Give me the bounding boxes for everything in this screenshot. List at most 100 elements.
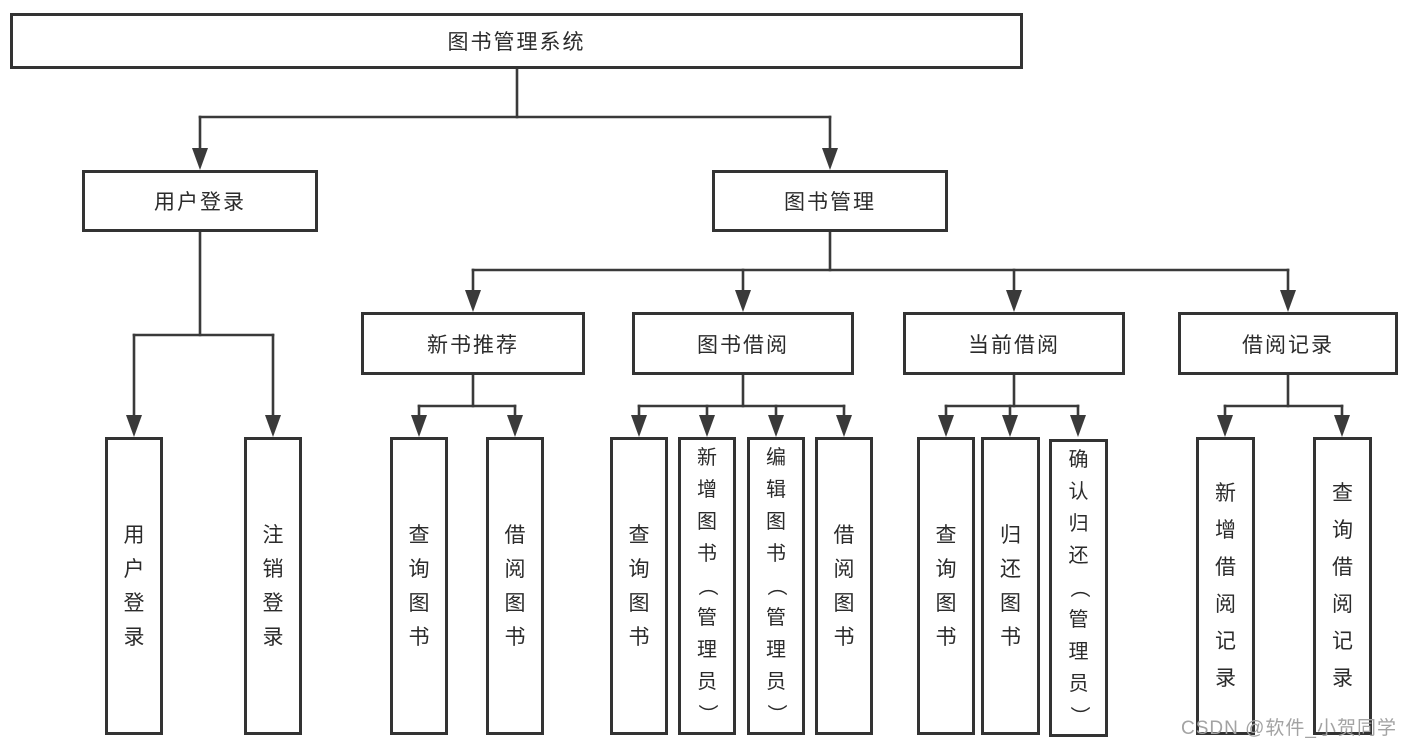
vertical-char: 新 <box>1215 482 1236 505</box>
vertical-char: 阅 <box>833 557 855 581</box>
connector-root-to-level1 <box>192 67 838 170</box>
vertical-char: 查 <box>408 523 430 547</box>
vertical-char: 管 <box>1068 609 1089 631</box>
vertical-char: 书 <box>833 625 855 649</box>
node-current-borrow: 当前借阅 <box>903 312 1125 375</box>
vertical-char: 查 <box>935 523 957 547</box>
vertical-char: 记 <box>1215 630 1236 653</box>
vertical-char: 录 <box>1215 667 1236 690</box>
vertical-char: ） <box>696 704 718 724</box>
vertical-char: 户 <box>123 557 145 581</box>
vertical-char: 还 <box>1000 557 1021 581</box>
vertical-char: 增 <box>1215 519 1236 542</box>
node-book-borrow: 图书借阅 <box>632 312 854 375</box>
connector-borrow-records-to-leaves <box>1217 373 1350 437</box>
vertical-char: 图 <box>833 591 855 615</box>
vertical-char: 书 <box>1000 625 1021 649</box>
leaf-add-borrow-record-label: 新增借阅记录 <box>1199 440 1252 732</box>
vertical-char: 询 <box>408 557 430 581</box>
vertical-char: 借 <box>1332 556 1353 579</box>
node-book-management: 图书管理 <box>712 170 948 232</box>
vertical-char: 图 <box>766 511 786 533</box>
vertical-char: 注 <box>262 523 284 547</box>
vertical-char: （ <box>1067 578 1090 598</box>
leaf-add-book-admin-label: 新增图书（管理员） <box>681 440 733 732</box>
leaf-edit-book-admin: 编辑图书（管理员） <box>747 437 805 735</box>
vertical-char: 图 <box>628 591 650 615</box>
vertical-char: 图 <box>1000 591 1021 615</box>
leaf-query-borrow-record-label: 查询借阅记录 <box>1316 440 1369 732</box>
vertical-char: ） <box>765 704 787 724</box>
leaf-user-login-label: 用户登录 <box>108 440 160 732</box>
vertical-char: 登 <box>123 591 145 615</box>
node-book-management-label: 图书管理 <box>784 191 876 214</box>
leaf-query-book-borrow: 查询图书 <box>610 437 668 735</box>
vertical-char: 借 <box>833 523 855 547</box>
vertical-char: 登 <box>262 591 284 615</box>
vertical-char: 书 <box>766 543 786 565</box>
node-new-book-recommend-label: 新书推荐 <box>427 333 519 357</box>
vertical-char: 录 <box>1332 667 1353 690</box>
vertical-char: 理 <box>766 639 786 661</box>
leaf-query-borrow-record: 查询借阅记录 <box>1313 437 1372 735</box>
vertical-char: 确 <box>1068 449 1089 471</box>
connector-current-borrow-to-leaves <box>938 373 1086 437</box>
node-user-login-label: 用户登录 <box>154 191 246 214</box>
leaf-borrow-book-recommend: 借阅图书 <box>486 437 544 735</box>
vertical-char: 阅 <box>504 557 526 581</box>
vertical-char: 书 <box>504 625 526 649</box>
vertical-char: 阅 <box>1215 593 1236 616</box>
node-book-borrow-label: 图书借阅 <box>697 333 789 357</box>
vertical-char: 管 <box>697 607 717 629</box>
vertical-char: 图 <box>935 591 957 615</box>
node-user-login: 用户登录 <box>82 170 318 232</box>
vertical-char: 销 <box>262 557 284 581</box>
vertical-char: 管 <box>766 607 786 629</box>
vertical-char: 录 <box>262 625 284 649</box>
node-root-label: 图书管理系统 <box>447 31 586 54</box>
leaf-return-book: 归还图书 <box>981 437 1040 735</box>
vertical-char: 图 <box>504 591 526 615</box>
vertical-char: 编 <box>766 447 786 469</box>
leaf-add-borrow-record: 新增借阅记录 <box>1196 437 1255 735</box>
connector-user-login-to-leaves <box>126 230 281 437</box>
vertical-char: 书 <box>935 625 957 649</box>
vertical-char: 辑 <box>766 479 786 501</box>
vertical-char: 询 <box>935 557 957 581</box>
vertical-char: 书 <box>628 625 650 649</box>
leaf-borrow-book: 借阅图书 <box>815 437 873 735</box>
leaf-logout-label: 注销登录 <box>247 440 299 732</box>
vertical-char: 录 <box>123 625 145 649</box>
vertical-char: 图 <box>697 511 717 533</box>
leaf-query-book-current: 查询图书 <box>917 437 975 735</box>
vertical-char: 图 <box>408 591 430 615</box>
connector-book-borrow-to-leaves <box>631 373 852 437</box>
node-root-system: 图书管理系统 <box>10 13 1023 69</box>
vertical-char: 用 <box>123 523 145 547</box>
connector-book-mgmt-to-level2 <box>465 230 1296 312</box>
leaf-query-book-recommend-label: 查询图书 <box>393 440 445 732</box>
vertical-char: 书 <box>697 543 717 565</box>
leaf-query-book-current-label: 查询图书 <box>920 440 972 732</box>
leaf-query-book-borrow-label: 查询图书 <box>613 440 665 732</box>
vertical-char: 询 <box>628 557 650 581</box>
vertical-char: 书 <box>408 625 430 649</box>
vertical-char: 归 <box>1068 513 1089 535</box>
vertical-char: ） <box>1067 706 1090 726</box>
vertical-char: 询 <box>1332 519 1353 542</box>
leaf-logout: 注销登录 <box>244 437 302 735</box>
vertical-char: 理 <box>697 639 717 661</box>
vertical-char: 增 <box>697 479 717 501</box>
leaf-borrow-book-recommend-label: 借阅图书 <box>489 440 541 732</box>
leaf-edit-book-admin-label: 编辑图书（管理员） <box>750 440 802 732</box>
node-current-borrow-label: 当前借阅 <box>968 333 1060 357</box>
leaf-return-book-label: 归还图书 <box>984 440 1037 732</box>
vertical-char: 还 <box>1068 545 1089 567</box>
vertical-char: 认 <box>1068 481 1089 503</box>
vertical-char: 记 <box>1332 630 1353 653</box>
vertical-char: 员 <box>697 671 717 693</box>
vertical-char: 员 <box>1068 673 1089 695</box>
vertical-char: 员 <box>766 671 786 693</box>
